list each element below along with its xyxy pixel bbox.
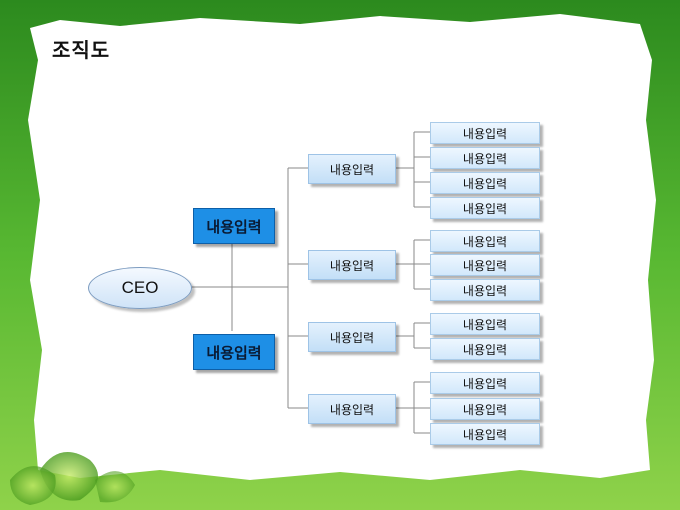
level2-node: 내용입력: [308, 250, 396, 280]
level3-node: 내용입력: [430, 313, 540, 335]
level3-node: 내용입력: [430, 372, 540, 394]
level3-node: 내용입력: [430, 230, 540, 252]
level3-node: 내용입력: [430, 398, 540, 420]
level3-node: 내용입력: [430, 338, 540, 360]
level3-node: 내용입력: [430, 172, 540, 194]
level3-node: 내용입력: [430, 279, 540, 301]
level3-node: 내용입력: [430, 423, 540, 445]
level1-node: 내용입력: [193, 208, 275, 244]
level2-node: 내용입력: [308, 322, 396, 352]
ceo-node: CEO: [88, 267, 192, 309]
level2-node: 내용입력: [308, 394, 396, 424]
level3-node: 내용입력: [430, 254, 540, 276]
level3-node: 내용입력: [430, 147, 540, 169]
page-title: 조직도: [52, 38, 111, 62]
level3-node: 내용입력: [430, 122, 540, 144]
level2-node: 내용입력: [308, 154, 396, 184]
level1-node: 내용입력: [193, 334, 275, 370]
level3-node: 내용입력: [430, 197, 540, 219]
